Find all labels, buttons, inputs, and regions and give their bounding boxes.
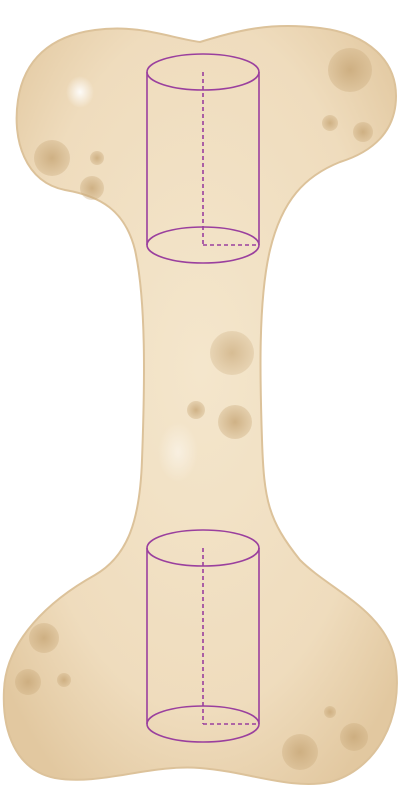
spot — [218, 405, 252, 439]
spot — [324, 706, 336, 718]
spot — [34, 140, 70, 176]
spot — [282, 734, 318, 770]
spot — [187, 401, 205, 419]
spot — [57, 673, 71, 687]
spot — [328, 48, 372, 92]
spot — [15, 669, 41, 695]
spot — [29, 623, 59, 653]
highlight — [158, 422, 198, 482]
spot — [210, 331, 254, 375]
spot — [80, 176, 104, 200]
highlight — [66, 76, 94, 108]
spot — [90, 151, 104, 165]
spot — [340, 723, 368, 751]
spot — [322, 115, 338, 131]
spot — [353, 122, 373, 142]
